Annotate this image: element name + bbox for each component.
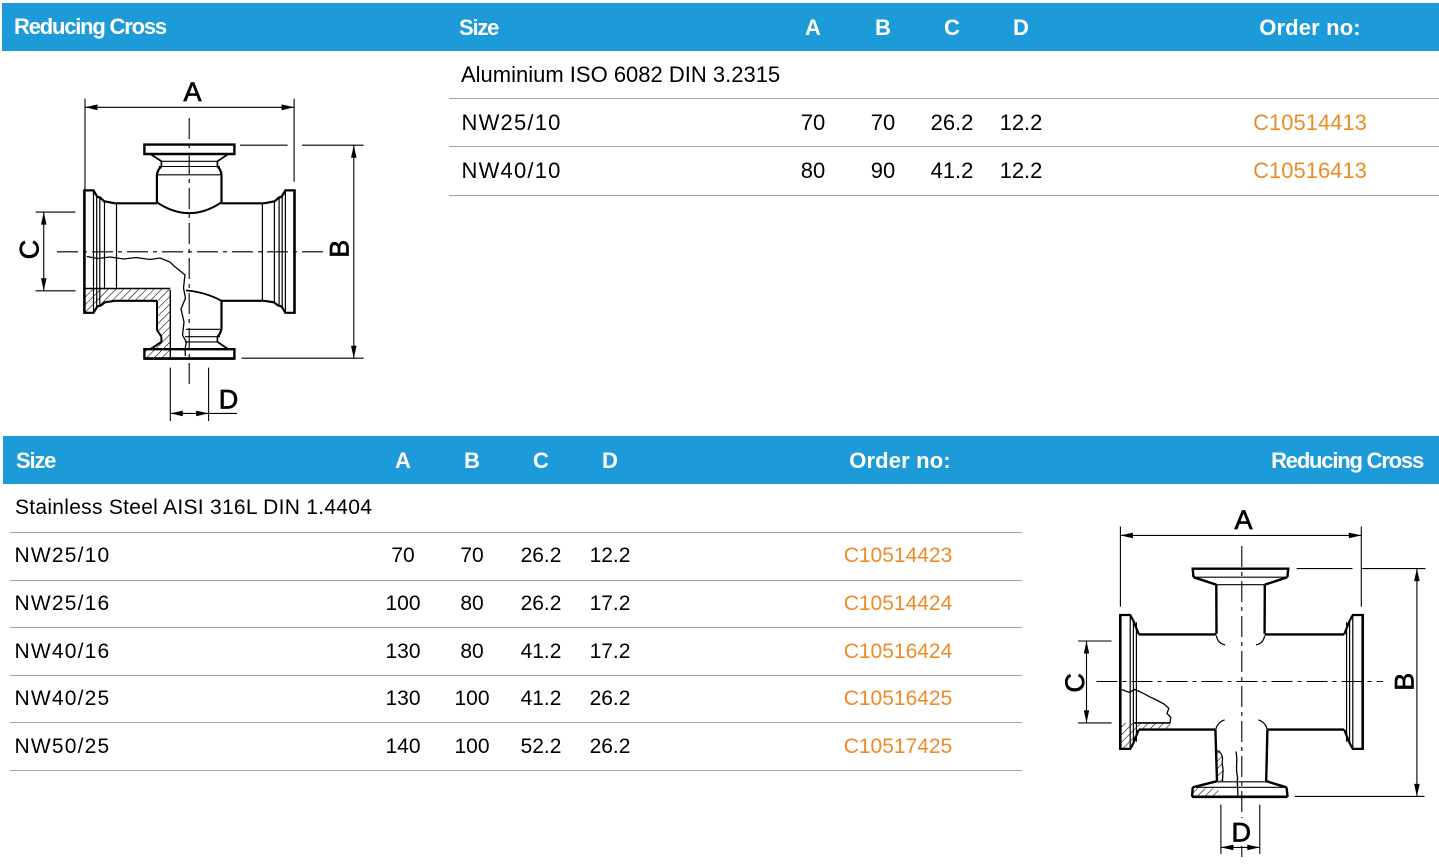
svg-text:D: D	[1232, 818, 1252, 848]
svg-text:C: C	[1060, 673, 1090, 693]
svg-text:D: D	[219, 384, 239, 414]
svg-text:B: B	[1390, 673, 1420, 691]
svg-text:A: A	[183, 77, 201, 107]
svg-text:A: A	[1234, 505, 1252, 535]
svg-text:B: B	[325, 240, 355, 258]
svg-text:C: C	[15, 240, 45, 260]
